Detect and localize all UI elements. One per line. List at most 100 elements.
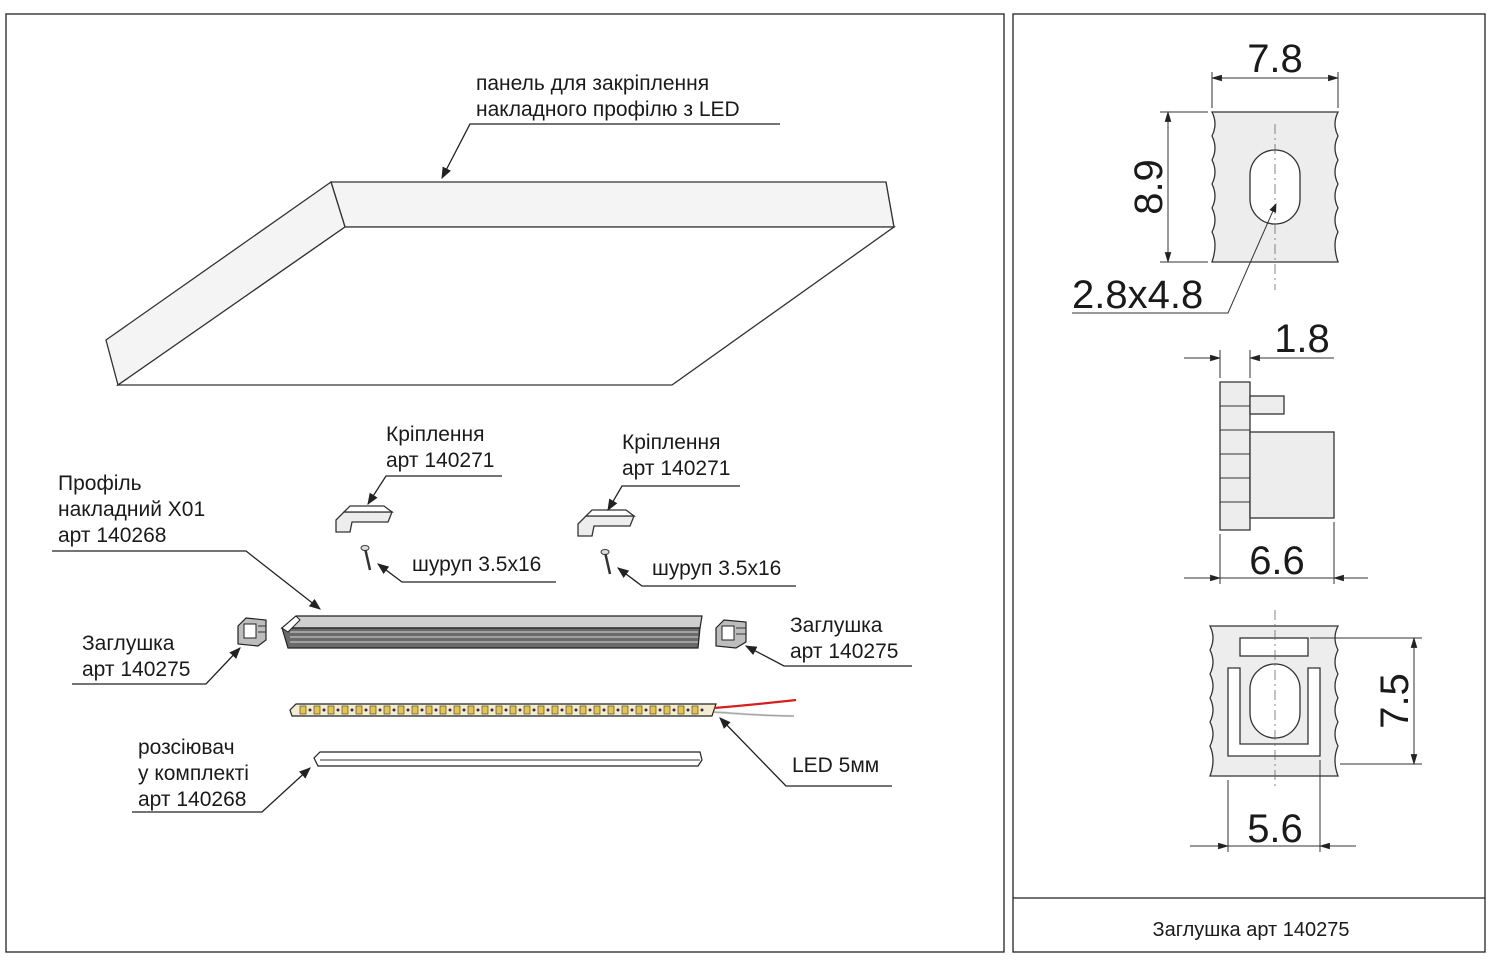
assembly-frame [5,13,1005,953]
led-resistor [308,708,312,712]
led-strip [289,698,797,718]
screw-right [600,549,612,575]
led-resistor [644,708,648,712]
cap-right-leader [744,645,912,667]
cap-front-view [1210,111,1340,290]
cap-left-label-line2: арт 140275 [82,658,190,681]
led-chip [495,705,503,715]
led-chip [593,705,601,715]
led-resistor [490,708,494,712]
dim-front-height: 8.9 [1127,159,1171,215]
led-chip [383,705,391,715]
led-chip [411,705,419,715]
mount-left-label-line1: Кріплення [386,423,484,446]
mount-right-label-line1: Кріплення [622,431,720,454]
led-chip [397,705,405,715]
panel-label-line2: накладного профілю з LED [476,98,740,121]
dim-side-depth: 6.6 [1249,539,1305,583]
diffuser-label-line2: у комплекті [138,762,249,785]
detail-caption: Заглушка арт 140275 [1153,919,1350,941]
led-chip [509,705,517,715]
led-chip [467,705,475,715]
diffuser-leader [132,767,311,813]
led-resistor [504,708,508,712]
mount-right-label-line2: арт 140271 [622,457,730,480]
panel-leader [441,123,780,180]
led-resistor [392,708,396,712]
cap-left-leader [72,647,241,685]
led-chip [425,705,433,715]
dim-back-width: 5.6 [1247,807,1303,851]
led-chip [439,705,447,715]
profile-label-line1: Профіль [58,472,142,495]
screw-right-leader [617,567,796,587]
led-resistor [532,708,536,712]
end-cap-right [715,619,747,649]
led-chip [649,705,657,715]
mount-right-leader [607,485,740,512]
dim-side-pin: 1.8 [1274,317,1330,361]
led-resistor [616,708,620,712]
led-resistor [378,708,382,712]
led-leader [719,717,892,787]
panel-label-line1: панель для закріплення [476,72,709,95]
led-resistor [686,708,690,712]
led-resistor [448,708,452,712]
mount-left-leader [367,475,502,505]
led-resistor [574,708,578,712]
led-resistor [322,708,326,712]
cap-left-label-line1: Заглушка [82,632,175,655]
led-resistor [350,708,354,712]
led-chip [523,705,531,715]
dim-back-height: 7.5 [1373,673,1417,729]
cap-right-label-line2: арт 140275 [790,640,898,663]
led-chip [621,705,629,715]
led-chip [677,705,685,715]
led-resistor [658,708,662,712]
diffuser [313,751,703,767]
led-chip [453,705,461,715]
led-resistor [630,708,634,712]
cap-back-view [1208,610,1340,790]
screw-left [360,545,372,571]
led-resistor [364,708,368,712]
led-resistor [420,708,424,712]
led-resistor [546,708,550,712]
led-resistor [700,708,704,712]
led-resistor [672,708,676,712]
mount-clip-left [335,505,394,533]
cap-side-view [1219,381,1335,531]
led-chip [341,705,349,715]
led-chip [327,705,335,715]
profile-leader [52,550,321,610]
led-resistor [588,708,592,712]
diffuser-label-line1: розсіювач [138,736,235,759]
led-chip [355,705,363,715]
led-chip [635,705,643,715]
dim-front-width: 7.8 [1247,37,1303,81]
screw-left-label: шуруп 3.5x16 [412,553,541,576]
led-chip [299,705,307,715]
mounting-panel [105,180,897,387]
led-resistor [462,708,466,712]
slot-leader [1072,203,1277,314]
screw-right-label: шуруп 3.5x16 [652,557,781,580]
led-resistor [406,708,410,712]
led-chip [663,705,671,715]
led-resistor [336,708,340,712]
led-resistor [476,708,480,712]
led-chip [369,705,377,715]
led-resistor [560,708,564,712]
led-chip [579,705,587,715]
led-chip [691,705,699,715]
led-label: LED 5мм [792,754,879,777]
dim-slot-size: 2.8x4.8 [1072,273,1203,317]
led-chip [481,705,489,715]
profile-label-line3: арт 140268 [58,524,166,547]
aluminium-profile [280,615,703,649]
end-cap-left [237,617,267,647]
led-chip [313,705,321,715]
led-chip [565,705,573,715]
